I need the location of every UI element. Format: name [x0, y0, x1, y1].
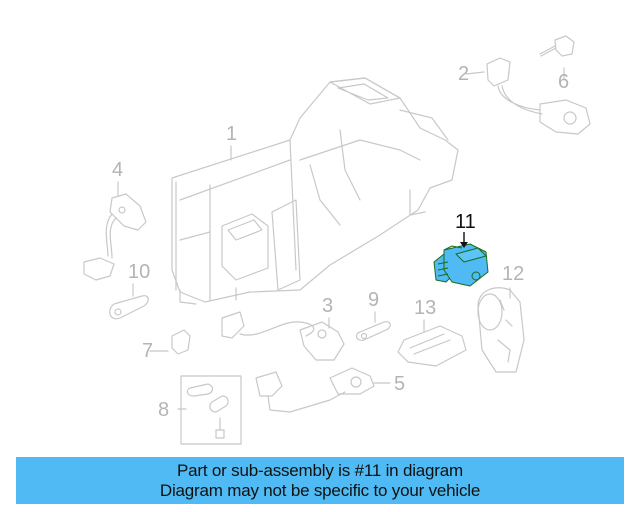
part-2-harness	[486, 57, 591, 135]
callout-12[interactable]: 12	[502, 263, 525, 285]
part-12-blower	[477, 287, 525, 373]
callout-13[interactable]: 13	[414, 297, 437, 319]
part-8-kit	[180, 375, 242, 445]
parts-diagram: 1 2 3 4 5 6 7 8 9 10 11 12 13	[83, 35, 591, 445]
callout-10[interactable]: 10	[128, 261, 151, 283]
parts-diagram-drawing	[83, 35, 591, 445]
callout-1[interactable]: 1	[226, 123, 238, 145]
part-4-sensor	[83, 193, 147, 281]
callout-9[interactable]: 9	[368, 289, 380, 311]
callout-4[interactable]: 4	[112, 159, 124, 181]
part-9-lever	[355, 321, 391, 341]
callout-8[interactable]: 8	[158, 399, 170, 421]
callout-5[interactable]: 5	[394, 373, 406, 395]
part-7-clip	[171, 329, 191, 355]
callout-6[interactable]: 6	[558, 71, 570, 93]
callout-2[interactable]: 2	[458, 63, 470, 85]
part-5-actuator	[255, 367, 375, 413]
banner-disclaimer-line: Diagram may not be specific to your vehi…	[159, 480, 481, 500]
part-11-blower-resistor	[433, 243, 489, 287]
part-11-arrowhead	[460, 242, 468, 248]
part-1-hvac-housing	[171, 77, 459, 305]
info-banner: Part or sub-assembly is #11 in diagram D…	[16, 457, 624, 504]
callout-11[interactable]: 11	[455, 211, 476, 233]
callout-7[interactable]: 7	[142, 340, 154, 362]
part-3-actuator	[221, 311, 345, 361]
part-10-bracket	[109, 295, 149, 320]
part-6-bulb	[539, 35, 575, 57]
banner-part-line: Part or sub-assembly is #11 in diagram	[177, 460, 463, 480]
part-13-module	[397, 325, 467, 367]
callout-3[interactable]: 3	[322, 295, 334, 317]
